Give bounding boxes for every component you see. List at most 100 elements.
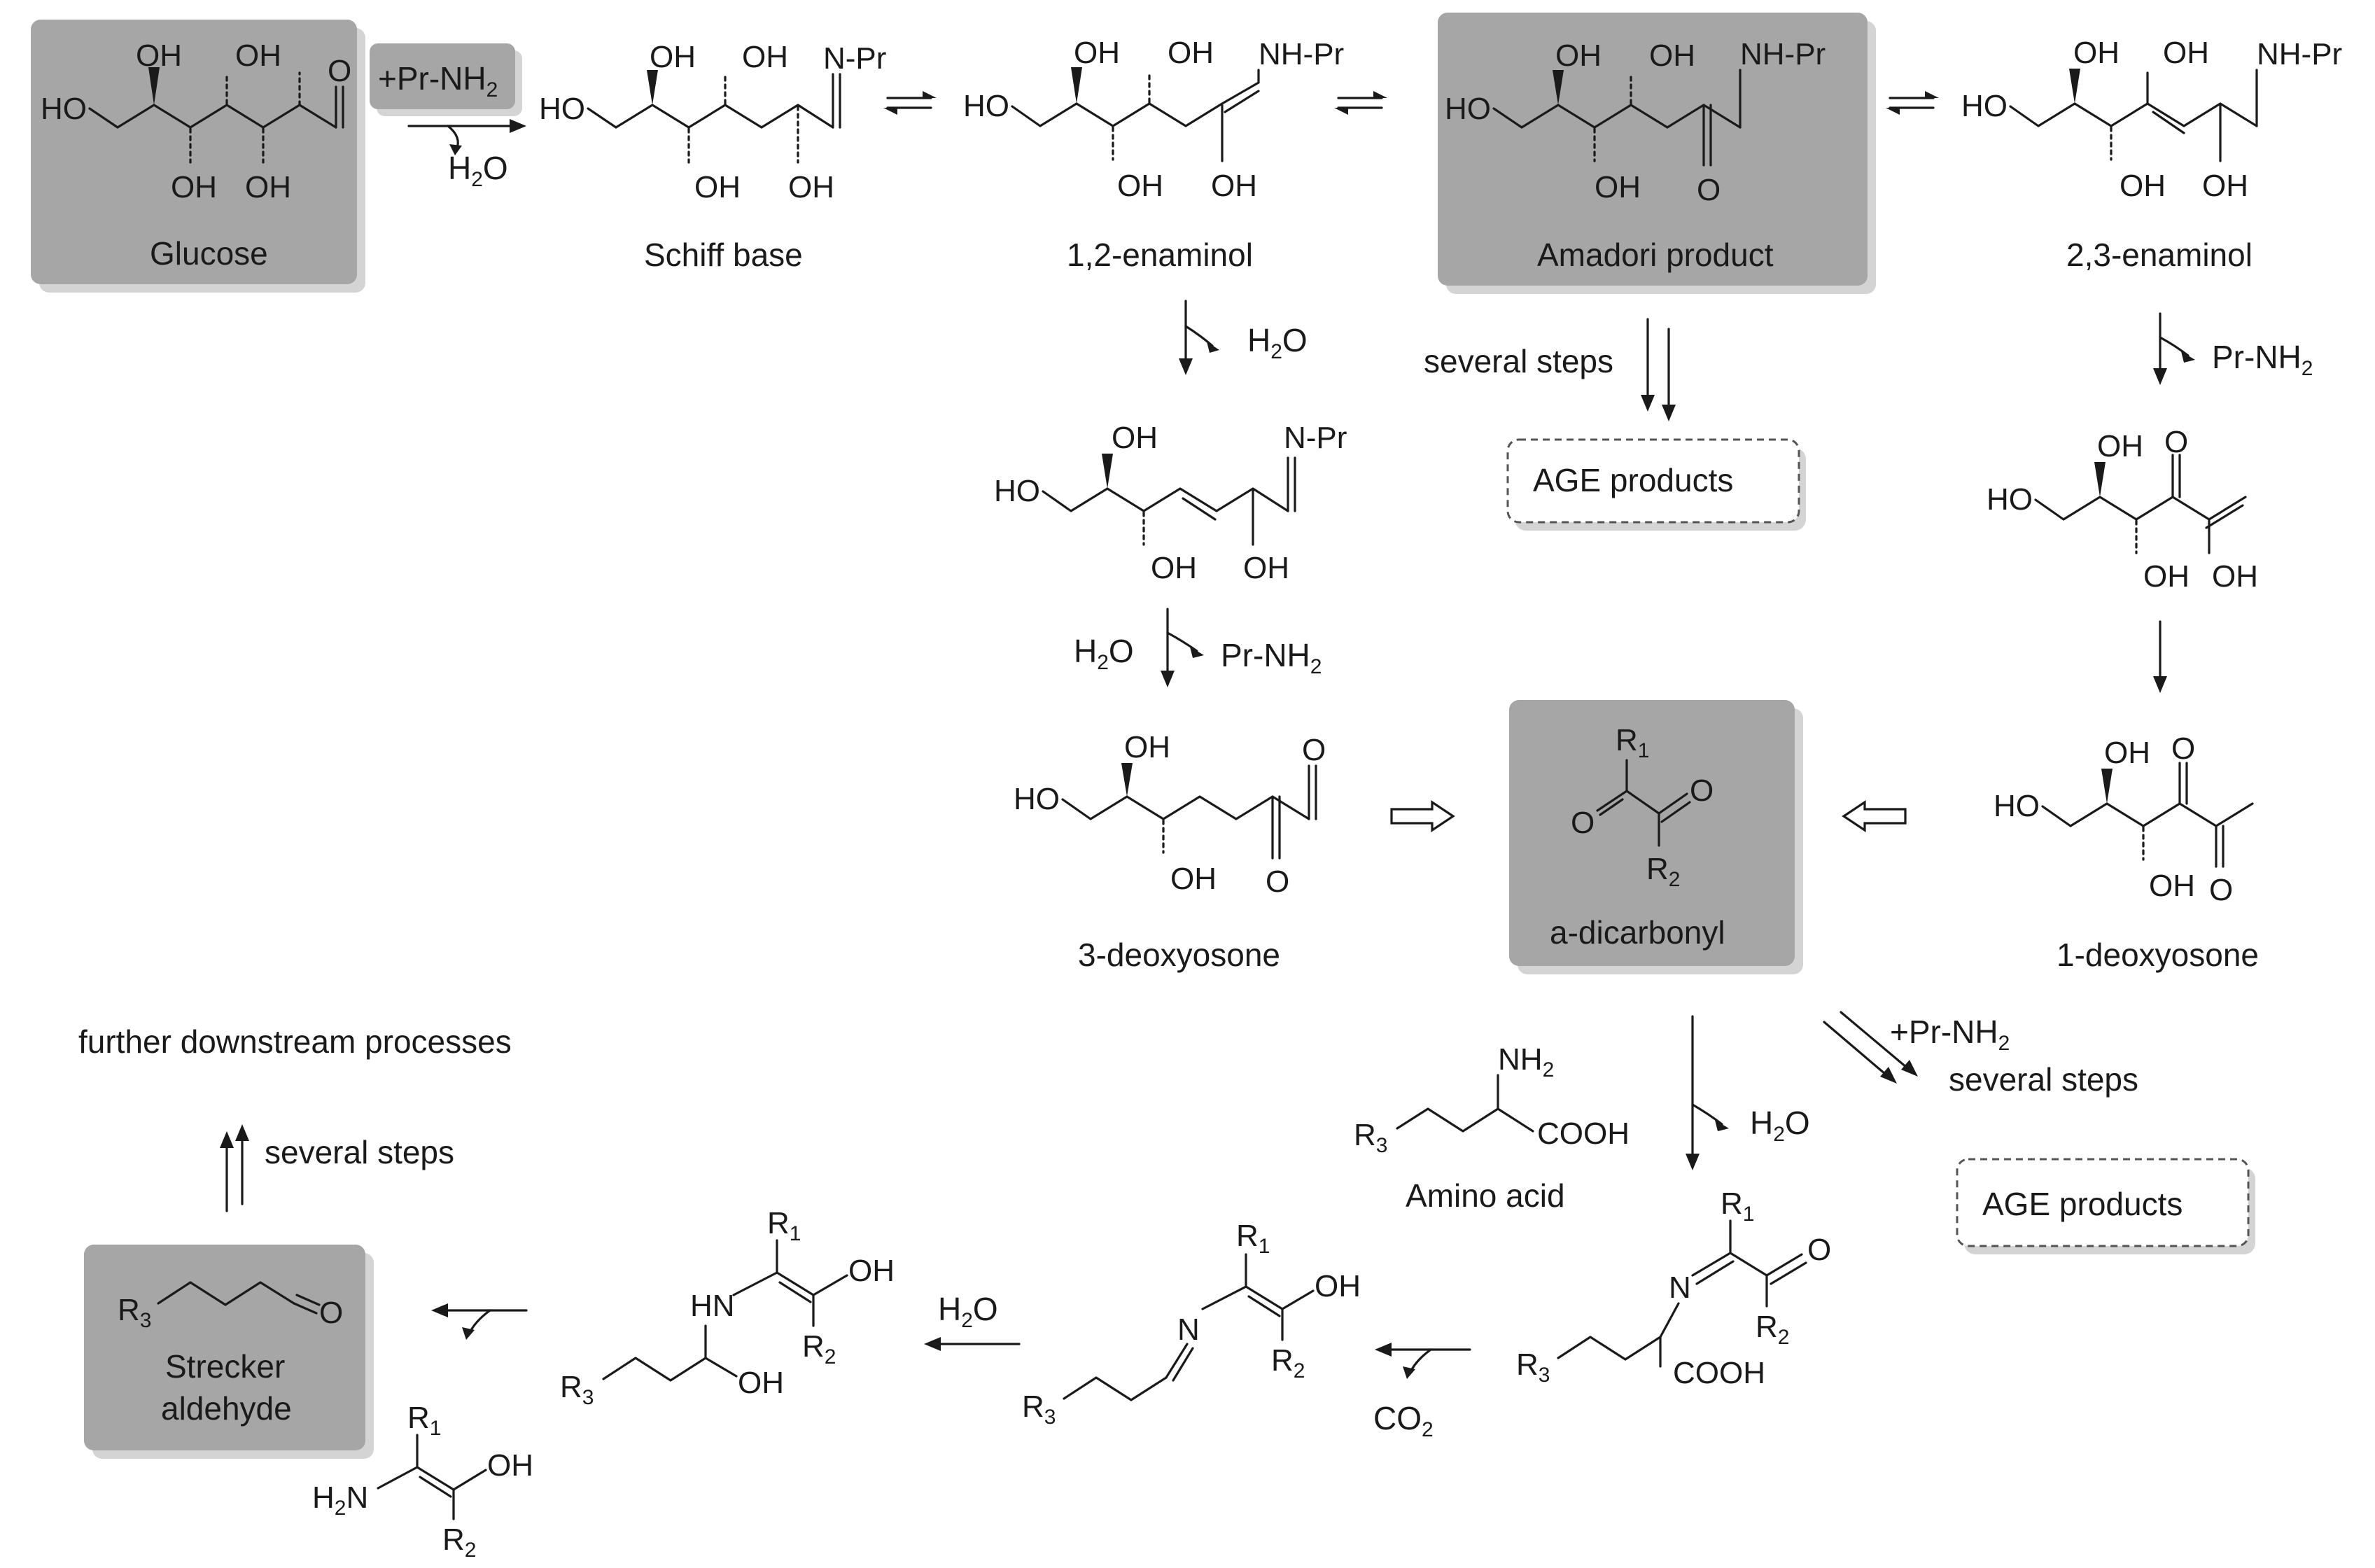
svg-text:OH: OH [2212,559,2258,594]
step-hydration: H2O [924,1291,1021,1351]
step-dicarbonyl-to-age: +Pr-NH2 several steps [1823,1011,2138,1098]
svg-text:R3: R3 [1516,1348,1550,1387]
svg-text:OH: OH [171,170,217,204]
enone-intermediate-structure: HO O OH OH OH [1987,425,2258,594]
hemiaminal-structure: R3 OH HN R1 OH R2 [560,1206,895,1409]
step-glucose-to-schiff: +Pr-NH2 H2O [378,60,526,191]
svg-text:NH-Pr: NH-Pr [2257,37,2342,71]
deoxyosone-1-label: 1-deoxyosone [2057,937,2259,973]
svg-text:OH: OH [848,1254,895,1288]
svg-text:several steps: several steps [1949,1061,2138,1098]
svg-text:OH: OH [1315,1269,1361,1303]
svg-text:R2: R2 [1756,1310,1789,1349]
svg-text:O: O [1571,806,1595,840]
svg-text:H2O: H2O [938,1291,998,1332]
deoxyosone-3-structure: HO O O OH OH 3-deoxyosone [1014,730,1326,973]
svg-text:OH: OH [2120,169,2166,203]
svg-text:OH: OH [2073,36,2120,70]
svg-text:OH: OH [2163,36,2209,70]
svg-text:R3: R3 [118,1293,151,1332]
svg-text:OH: OH [2202,169,2248,203]
svg-text:R2: R2 [1646,852,1680,891]
svg-text:HO: HO [994,474,1040,508]
glucose-label: Glucose [150,235,268,272]
svg-text:NH-Pr: NH-Pr [1740,37,1826,71]
azomethine-ylide-structure: R3 N R1 OH R2 [1022,1219,1361,1429]
svg-text:R3: R3 [1022,1390,1056,1429]
dicarbonyl-label: a-dicarbonyl [1550,914,1725,951]
step-dicarbonyl-plus-amino-acid: H2O [1686,1015,1810,1170]
amino-acid-structure: R3 NH2 COOH Amino acid [1354,1042,1630,1214]
svg-text:OH: OH [1168,36,1214,70]
glucose-box [31,20,357,284]
step-amadori-to-age: several steps [1424,318,1676,421]
svg-text:COOH: COOH [1537,1116,1630,1151]
deoxyosone-3-label: 3-deoxyosone [1078,937,1280,973]
amadori-box [1438,13,1868,286]
step-imine-hydrolysis: H2O Pr-NH2 [1074,608,1322,687]
amadori-structure: HO NH-Pr O OH OH OH Amadori product [1445,37,1826,273]
amadori-label: Amadori product [1537,237,1774,273]
svg-text:OH: OH [1243,551,1289,585]
age-products-box-bottom [1956,1158,2250,1247]
svg-text:H2O: H2O [1247,322,1308,363]
svg-text:several steps: several steps [265,1134,454,1170]
svg-text:OH: OH [2097,429,2143,463]
svg-text:N: N [1669,1270,1691,1305]
svg-text:Pr-NH2: Pr-NH2 [1221,637,1322,678]
svg-text:H2N: H2N [312,1480,368,1520]
schiff-base-structure: HO N-Pr OH OH OH OH Schiff base [539,40,886,273]
svg-text:O: O [2171,732,2195,766]
pr-nh2-reagent-box [370,43,515,109]
svg-text:H2O: H2O [1074,633,1134,674]
age-products-label-top: AGE products [1533,462,1733,498]
svg-text:OH: OH [1074,36,1120,70]
imine-acid-structure: R3 COOH N R1 O R2 [1516,1186,1831,1390]
svg-text:COOH: COOH [1673,1356,1765,1390]
svg-text:OH: OH [738,1366,784,1400]
hollow-arrow-from-1-deoxyosone [1842,800,1907,832]
glucose-structure: HO O OH OH OH OH Glucose [41,38,351,272]
svg-text:O: O [319,1296,343,1330]
svg-text:OH: OH [742,40,788,74]
svg-text:O: O [1697,173,1721,207]
svg-text:OH: OH [694,170,741,204]
svg-text:OH: OH [1112,421,1158,455]
further-downstream-label: further downstream processes [78,1023,512,1060]
enaminol-12-label: 1,2-enaminol [1067,237,1253,273]
svg-text:HO: HO [539,92,585,126]
amino-acid-label: Amino acid [1406,1177,1565,1214]
svg-text:OH: OH [2149,869,2195,903]
svg-text:R1: R1 [407,1401,441,1440]
step-hemiaminal-cleavage [431,1303,528,1340]
svg-text:R2: R2 [442,1522,476,1562]
svg-text:O: O [328,54,351,88]
strecker-label-line1: Strecker [165,1348,285,1385]
svg-text:HO: HO [41,92,87,126]
strecker-aldehyde-box [84,1245,365,1450]
svg-text:O: O [2209,873,2233,907]
svg-text:N: N [1177,1312,1200,1347]
svg-text:O: O [1690,774,1714,808]
enaminol-23-structure: HO NH-Pr OH OH OH OH 2,3-enaminol [1961,36,2342,273]
enaminol-12-structure: HO NH-Pr OH OH OH OH 1,2-enaminol [963,36,1344,273]
svg-text:OH: OH [650,40,696,74]
age-products-label-bottom: AGE products [1982,1186,2183,1222]
svg-text:CO2: CO2 [1373,1400,1434,1441]
aminoenol-byproduct-structure: H2N R1 OH R2 [312,1401,533,1562]
svg-text:OH: OH [2104,736,2150,770]
strecker-aldehyde-structure: R3 O Strecker aldehyde [118,1281,343,1427]
svg-text:H2O: H2O [1750,1105,1810,1146]
svg-text:N-Pr: N-Pr [1284,421,1347,455]
svg-text:O: O [1266,864,1289,899]
svg-text:R2: R2 [1271,1343,1305,1382]
schiff-base-label: Schiff base [644,237,803,273]
svg-text:OH: OH [1595,170,1641,204]
svg-text:HO: HO [1445,92,1491,126]
svg-text:+Pr-NH2: +Pr-NH2 [378,60,498,102]
svg-text:OH: OH [1555,38,1602,73]
svg-text:R3: R3 [1354,1118,1387,1157]
svg-text:R2: R2 [802,1329,836,1368]
equilibrium-arrows [883,91,1939,115]
svg-text:O: O [2164,425,2188,459]
